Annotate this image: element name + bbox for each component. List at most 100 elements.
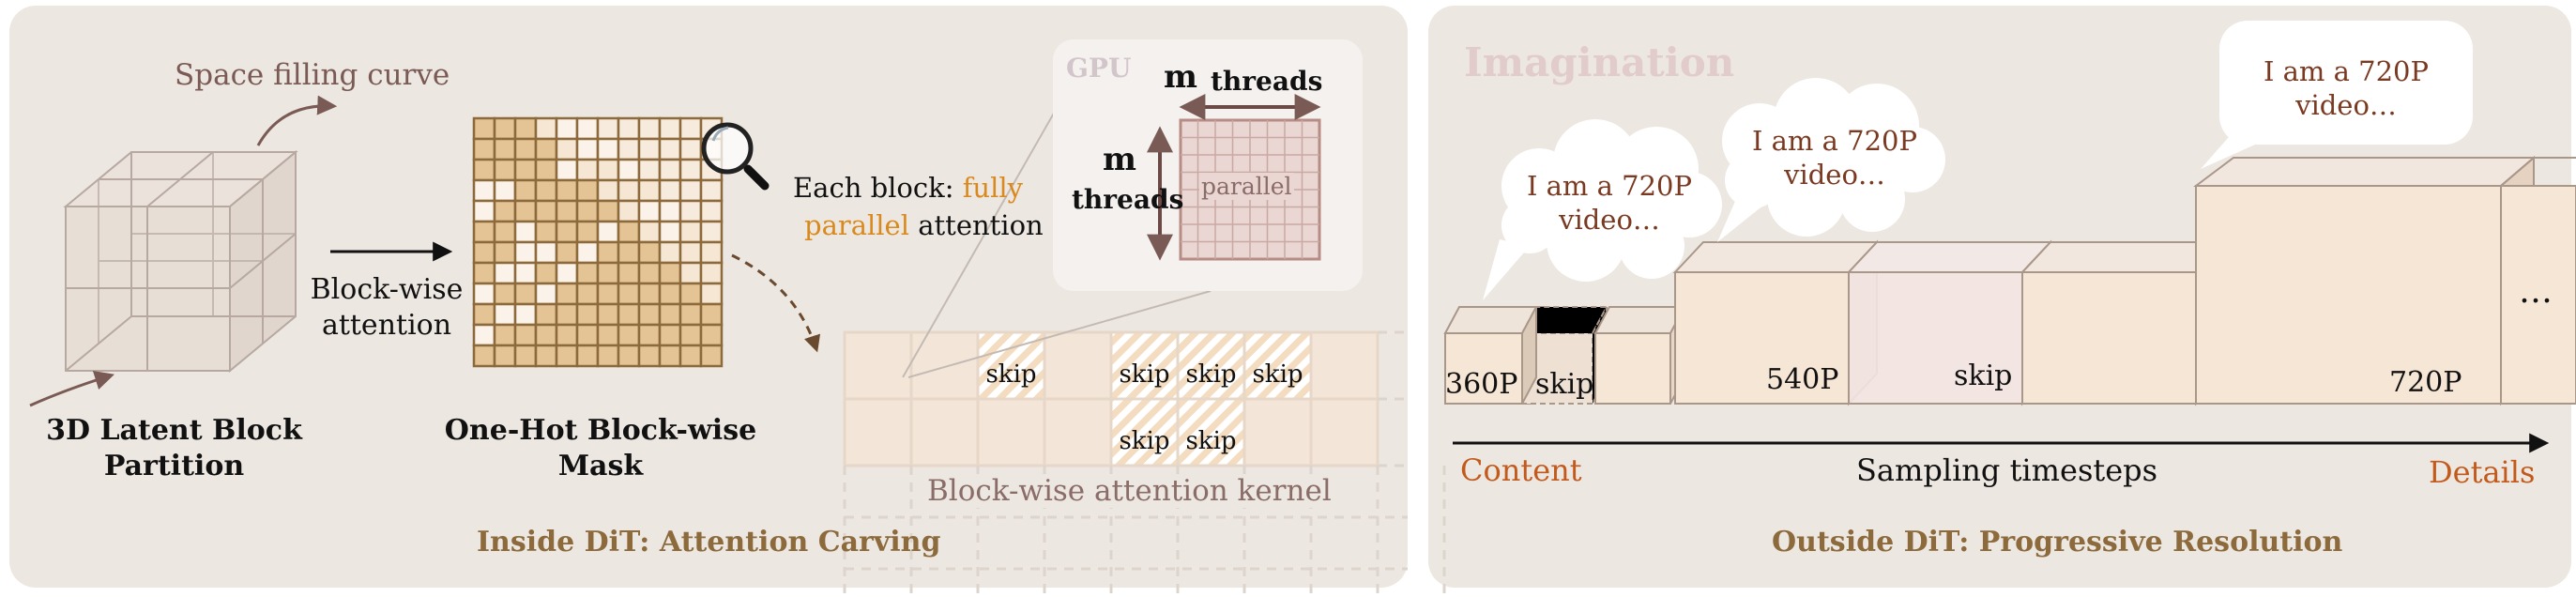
- magnifier-icon: [701, 122, 770, 191]
- mask-cell: [678, 240, 703, 265]
- mask-cell: [472, 344, 496, 368]
- mask-cell: [596, 240, 620, 265]
- mask-cell: [513, 199, 538, 223]
- mask-cell: [678, 261, 703, 285]
- mask-cell: [513, 344, 538, 368]
- mask-cell: [637, 261, 662, 285]
- mask-cell: [637, 116, 662, 141]
- mask-cell: [555, 158, 579, 182]
- horizontal-m-letter: m: [1164, 58, 1197, 96]
- block-mask-grid: [472, 116, 724, 368]
- mask-cell: [658, 116, 682, 141]
- res-label-540p: 540P: [1766, 363, 1839, 396]
- mask-cell: [678, 344, 703, 368]
- mask-cell: [617, 240, 641, 265]
- mask-cell: [678, 178, 703, 203]
- kernel-block: [843, 330, 913, 401]
- mask-cell: [658, 344, 682, 368]
- mask-cell: [617, 178, 641, 203]
- each-block-label: Each block: fully parallel attention: [793, 169, 1044, 244]
- kernel-block: [1043, 397, 1113, 467]
- mask-cell: [534, 302, 558, 327]
- mask-cell: [658, 199, 682, 223]
- mask-cell: [596, 137, 620, 161]
- axis-left-label: Content: [1460, 452, 1582, 488]
- mask-cell: [513, 158, 538, 182]
- mask-cell: [596, 302, 620, 327]
- mask-cell: [472, 137, 496, 161]
- mask-cell: [575, 220, 600, 244]
- mask-cell: [534, 240, 558, 265]
- parallel-label: parallel: [1199, 173, 1294, 200]
- speech-bubble: [1483, 119, 1722, 300]
- horizontal-threads-label: threads: [1211, 66, 1323, 97]
- mask-cell: [699, 323, 724, 347]
- mask-cell: [493, 344, 517, 368]
- kernel-block: [909, 330, 980, 401]
- mask-cell: [658, 302, 682, 327]
- mask-cell: [637, 282, 662, 306]
- mask-cell: [678, 302, 703, 327]
- gpu-title: GPU: [1066, 53, 1132, 84]
- mask-cell: [637, 323, 662, 347]
- bubble-text: I am a 720P video…: [1526, 170, 1693, 236]
- mask-cell: [493, 137, 517, 161]
- mask-cell: [472, 178, 496, 203]
- fully-highlight: fully: [962, 172, 1024, 204]
- skip-label-large: skip: [1954, 360, 2013, 392]
- mask-cell: [555, 116, 579, 141]
- each-block-suffix: attention: [909, 209, 1044, 241]
- mask-cell: [699, 282, 724, 306]
- mask-cell: [575, 302, 600, 327]
- kernel-skip-label: skip: [1185, 427, 1237, 455]
- mask-cell: [617, 199, 641, 223]
- axis-middle-label: Sampling timesteps: [1856, 452, 2158, 488]
- mask-cell: [555, 178, 579, 203]
- mask-cell: [699, 220, 724, 244]
- mask-cell: [493, 323, 517, 347]
- kernel-block: [1309, 330, 1379, 401]
- skip-block: [976, 330, 1046, 401]
- mask-cell: [637, 344, 662, 368]
- space-curve-label: Space filling curve: [175, 58, 450, 92]
- mask-cell: [596, 220, 620, 244]
- mask-cell: [575, 282, 600, 306]
- mask-cell: [637, 302, 662, 327]
- mask-cell: [699, 261, 724, 285]
- mask-cell: [534, 344, 558, 368]
- mask-cell: [493, 261, 517, 285]
- space-curve-arrow: [256, 95, 338, 146]
- mask-cell: [658, 282, 682, 306]
- mask-cell: [534, 116, 558, 141]
- mask-cell: [472, 116, 496, 141]
- kernel-block: [1242, 397, 1313, 467]
- mask-cell: [678, 116, 703, 141]
- mask-cell: [596, 344, 620, 368]
- bubble-text: I am a 720P video…: [2263, 55, 2430, 121]
- latent-cube: [63, 149, 298, 374]
- left-caption: Inside DiT: Attention Carving: [477, 526, 941, 559]
- mask-cell: [493, 240, 517, 265]
- mask-cell: [617, 302, 641, 327]
- mask-cell: [513, 116, 538, 141]
- mask-cell: [699, 240, 724, 265]
- mask-cell: [617, 344, 641, 368]
- skip-block: [1109, 397, 1180, 467]
- kernel-skip-label: skip: [1119, 360, 1170, 389]
- mask-cell: [513, 178, 538, 203]
- progressive-boxes: [1443, 155, 2576, 406]
- skip-block: [1176, 397, 1246, 467]
- mask-cell: [575, 137, 600, 161]
- mask-cell: [472, 323, 496, 347]
- mask-cell: [513, 137, 538, 161]
- kernel-skip-label: skip: [985, 360, 1037, 389]
- mask-cell: [513, 282, 538, 306]
- each-block-line-1: Each block: fully: [793, 169, 1044, 207]
- mask-cell: [617, 137, 641, 161]
- mask-cell: [513, 302, 538, 327]
- mask-cell: [493, 199, 517, 223]
- partition-label: 3D Latent Block Partition: [26, 413, 322, 484]
- gpu-callout-line: [902, 76, 1075, 378]
- mask-cell: [699, 344, 724, 368]
